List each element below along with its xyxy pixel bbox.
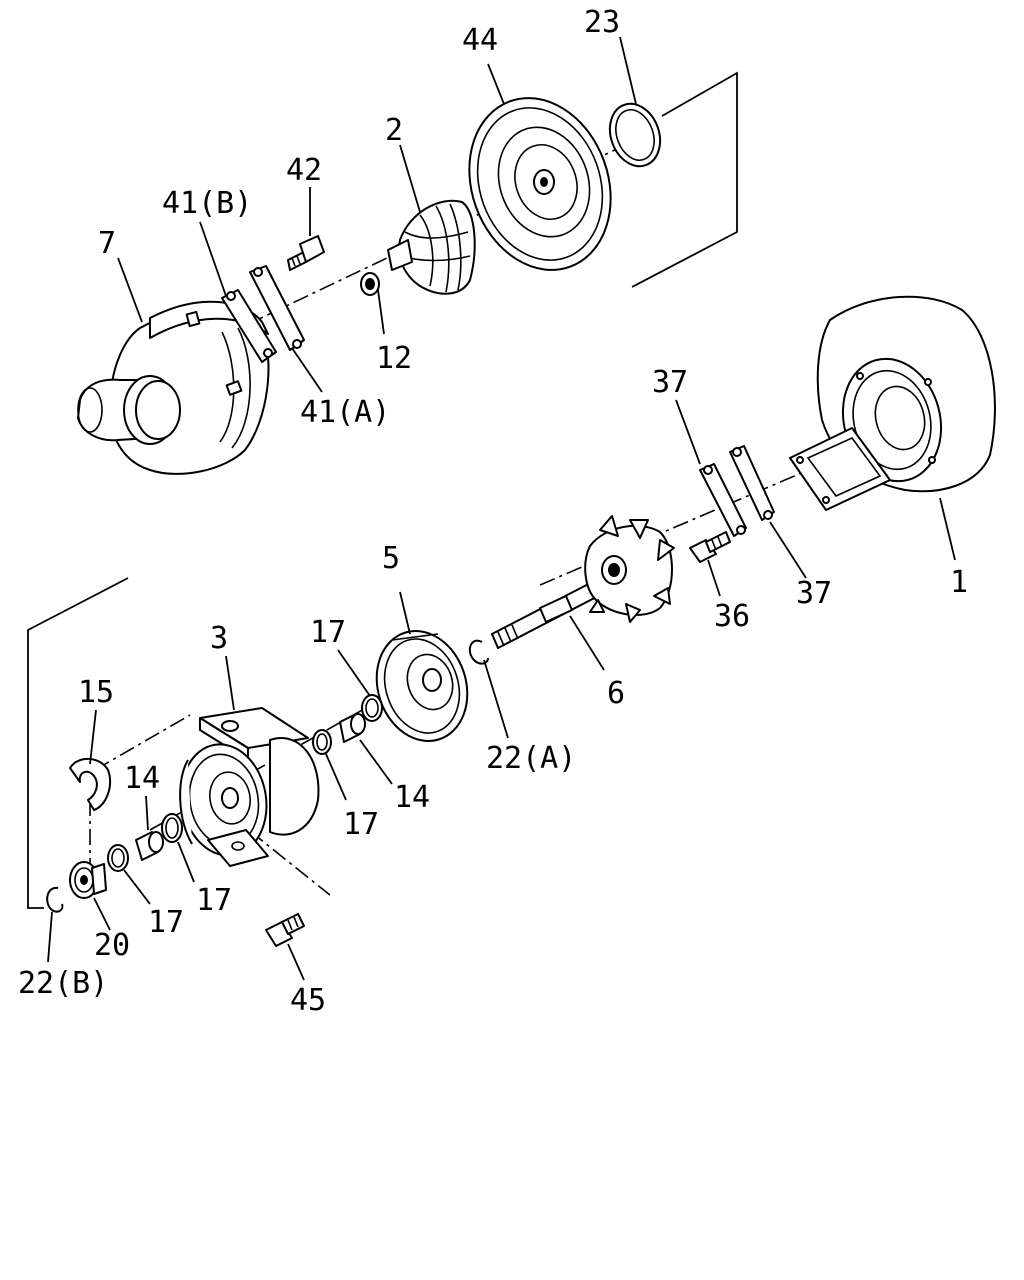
callout-5: 5 (382, 541, 400, 576)
callout-2: 2 (385, 113, 403, 148)
thrust-collar (69, 757, 112, 811)
callout-36: 36 (714, 599, 750, 634)
ring-17-lower-left (107, 844, 129, 872)
callout-45: 45 (290, 983, 326, 1018)
callout-15: 15 (78, 675, 114, 710)
turbine-housing (789, 295, 996, 511)
callout-6: 6 (607, 676, 625, 711)
callout-22a: 22(A) (486, 741, 576, 776)
callout-42: 42 (286, 153, 322, 188)
turbine-shaft-wheel (491, 515, 675, 649)
bolt-42 (287, 235, 325, 271)
nut-20 (69, 861, 107, 899)
callout-1: 1 (950, 565, 968, 600)
snap-ring-22b (46, 886, 64, 913)
seal-plate (468, 97, 612, 271)
callout-44: 44 (462, 23, 498, 58)
o-ring (608, 102, 662, 168)
callout-37-upper: 37 (652, 365, 688, 400)
nut-12 (360, 272, 380, 296)
lock-plate-37-front (699, 463, 747, 537)
callout-17-mid-bottom: 17 (343, 807, 379, 842)
compressor-housing (77, 300, 270, 475)
ring-17-mid-left (312, 729, 332, 755)
group-frame-lower (27, 577, 129, 909)
ring-17-mid-right (361, 694, 383, 722)
callout-14-mid: 14 (394, 780, 430, 815)
group-frame-upper (631, 71, 738, 288)
bolt-36 (689, 531, 731, 563)
callout-22b: 22(B) (18, 966, 108, 1001)
back-plate (375, 630, 469, 742)
callout-14-upper: 14 (124, 761, 160, 796)
callout-labels: 23 44 2 42 41(B) 7 12 41(A) 37 1 37 36 5… (18, 5, 968, 1018)
snap-ring-22a (468, 639, 489, 665)
lock-plate-41a (249, 265, 305, 351)
callout-20: 20 (94, 928, 130, 963)
bushing-14-lower (135, 831, 164, 861)
compressor-wheel (387, 199, 476, 295)
bolt-45 (265, 913, 305, 947)
bearing-housing (179, 707, 320, 867)
callout-3: 3 (210, 621, 228, 656)
callout-17-lower-left: 17 (148, 905, 184, 940)
bushing-14-mid (339, 713, 366, 743)
callout-41b: 41(B) (162, 186, 252, 221)
callout-17-lower-right: 17 (196, 883, 232, 918)
leader-lines (47, 36, 956, 981)
lock-plate-41b (221, 289, 277, 363)
callout-23: 23 (584, 5, 620, 40)
ring-17-lower-right (161, 813, 183, 843)
callout-17-mid-top: 17 (310, 615, 346, 650)
callout-7: 7 (98, 226, 116, 261)
callout-12: 12 (376, 341, 412, 376)
callout-37-lower: 37 (796, 576, 832, 611)
callout-41a: 41(A) (300, 395, 390, 430)
lock-plate-37-rear (729, 445, 775, 521)
